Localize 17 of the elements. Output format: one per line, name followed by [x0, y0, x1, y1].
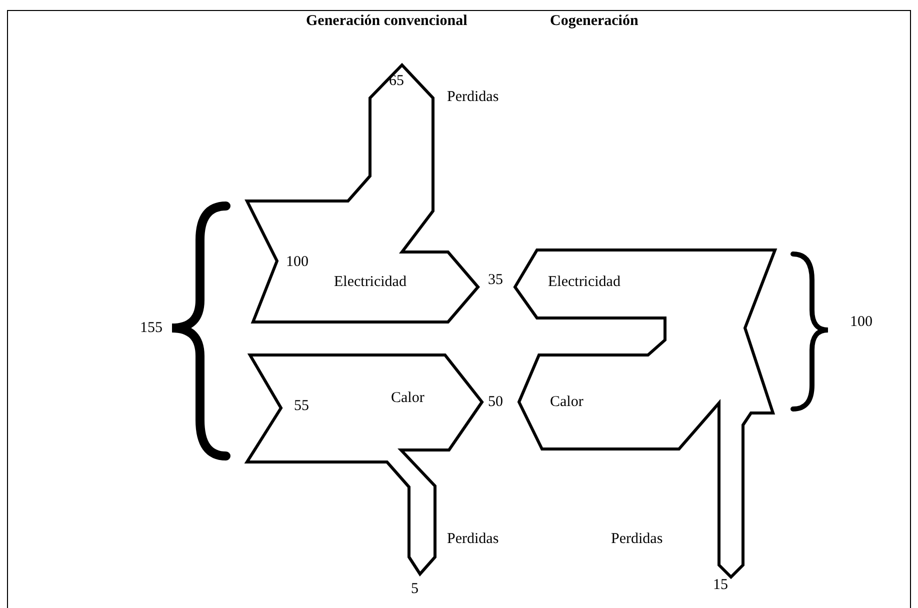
section-title: Generación convencional: [306, 12, 468, 31]
value-label: 5: [411, 580, 418, 599]
value-label: 155: [140, 319, 162, 338]
value-label: 55: [294, 397, 309, 416]
flow-label: Electricidad: [548, 273, 620, 292]
flow-label: Perdidas: [611, 530, 663, 549]
flow-label: Calor: [391, 389, 424, 408]
flow-label: Perdidas: [447, 530, 499, 549]
flow-label: Perdidas: [447, 88, 499, 107]
flow-label: Calor: [550, 393, 584, 412]
section-title: Cogeneración: [550, 12, 638, 31]
value-label: 100: [286, 253, 308, 272]
flow-label: Electricidad: [334, 273, 406, 292]
value-label: 15: [713, 576, 728, 595]
value-label: 100: [850, 313, 872, 332]
value-label: 50: [488, 393, 503, 412]
value-label: 35: [488, 271, 503, 290]
